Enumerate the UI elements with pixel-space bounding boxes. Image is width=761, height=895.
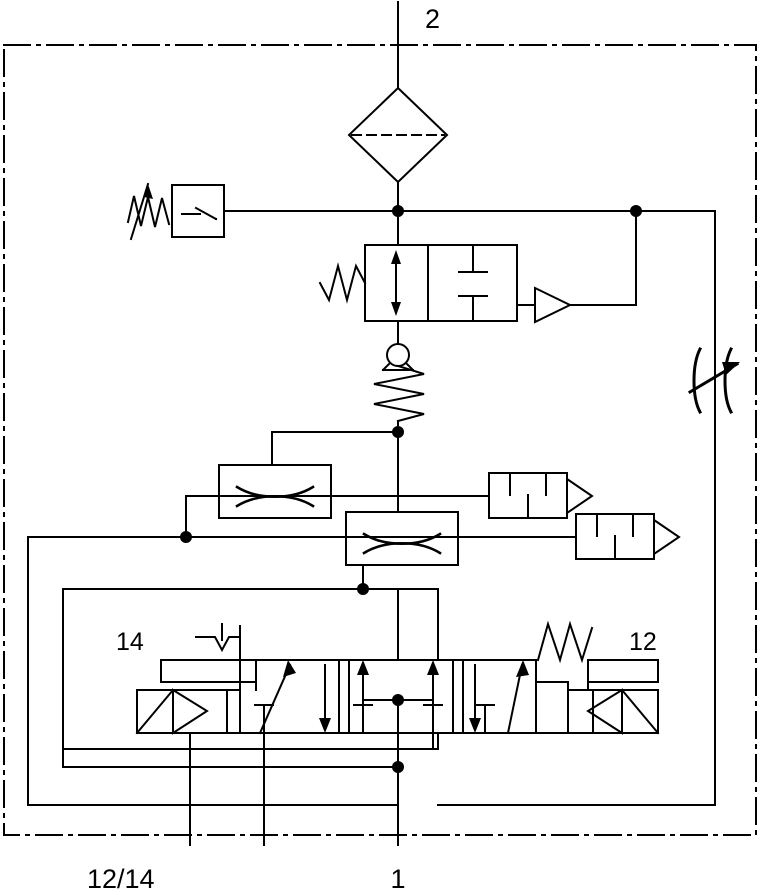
- junction-dot-lower-line: [180, 531, 192, 543]
- restrictor-lower: [345, 511, 459, 566]
- branch-to-upper-restrictor: [271, 431, 399, 466]
- pilot-label-12: 12: [629, 628, 657, 656]
- enclosure-frame: [3, 44, 757, 836]
- pilot-actuator-right-bracket: [587, 659, 659, 691]
- port-label-1: 1: [390, 864, 405, 894]
- pilot-actuator-left: [135, 623, 257, 735]
- silencer-upper: [488, 472, 594, 519]
- spring-loaded-check-valve: [373, 343, 425, 433]
- silencer-lower: [575, 513, 681, 560]
- port-label-12-14: 12/14: [87, 864, 155, 894]
- filter-symbol: [347, 86, 449, 184]
- main-five-two-way-valve: [136, 620, 660, 735]
- pilot-actuation-triangle: [516, 210, 637, 324]
- restrictor-upper: [218, 464, 332, 519]
- pressure-switch: [126, 182, 225, 241]
- two-two-way-pilot-valve: [318, 244, 518, 322]
- port-label-2: 2: [425, 4, 440, 34]
- adjustable-throttle: [687, 346, 740, 415]
- pilot-label-14: 14: [116, 628, 144, 656]
